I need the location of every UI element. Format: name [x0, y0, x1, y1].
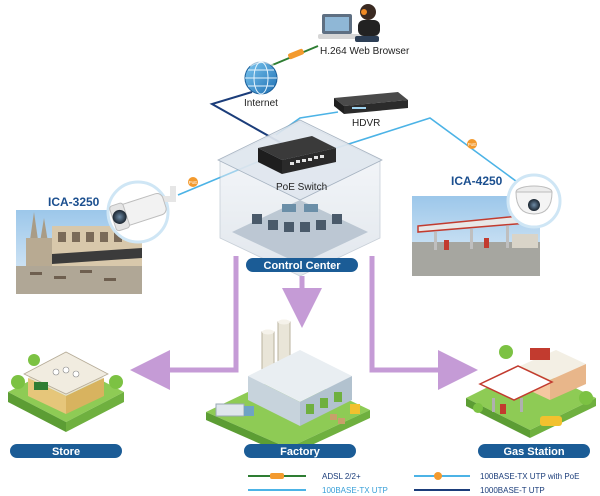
dvr-recorder-icon [334, 92, 408, 114]
gas-station-pill: Gas Station [478, 444, 590, 458]
store-pill: Store [10, 444, 122, 458]
hdvr-label: HDVR [352, 118, 380, 129]
gas-station-photo [412, 196, 541, 276]
legend-tx-utp: 100BASE-TX UTP [248, 486, 388, 495]
factory-label: Factory [280, 446, 321, 458]
legend-tx-utp-poe: 100BASE-TX UTP with PoE [414, 472, 579, 481]
arrow-to-store [130, 256, 239, 390]
legend-tx-utp-label: 100BASE-TX UTP [322, 486, 388, 495]
poe-badge-right: PoE [467, 139, 477, 149]
globe-icon [244, 61, 278, 95]
ica-4250-label: ICA-4250 [451, 174, 503, 188]
legend: ADSL 2/2+ 100BASE-TX UTP 100BASE-TX UTP … [248, 472, 579, 495]
internet-label: Internet [244, 98, 278, 109]
gas-station-building [466, 345, 596, 438]
legend-tx-utp-poe-label: 100BASE-TX UTP with PoE [480, 472, 579, 481]
poe-badge-left: PoE [188, 177, 198, 187]
legend-adsl: ADSL 2/2+ [248, 472, 361, 481]
gas-station-label: Gas Station [503, 446, 564, 458]
legend-t-utp: 1000BASE-T UTP [414, 486, 545, 495]
arrow-to-gas-station [369, 256, 478, 390]
tx-link-switch-dome [329, 117, 536, 196]
gigabit-link-internet-switch [209, 91, 291, 149]
dome-camera-icon [506, 173, 562, 229]
operator-desks [252, 204, 342, 232]
ica-3250-label: ICA-3250 [48, 195, 100, 209]
user-at-laptop-icon [318, 4, 380, 42]
legend-t-utp-label: 1000BASE-T UTP [480, 486, 545, 495]
network-switch-icon [258, 136, 336, 174]
legend-adsl-label: ADSL 2/2+ [322, 472, 361, 481]
control-center-pill: Control Center [246, 258, 358, 272]
store-building [8, 351, 124, 432]
poe-badge-right-text: PoE [468, 142, 477, 147]
bullet-camera-icon [106, 180, 176, 244]
web-browser-label: H.264 Web Browser [320, 46, 410, 57]
control-center-label: Control Center [264, 260, 342, 272]
poe-switch-label: PoE Switch [276, 182, 327, 193]
store-label: Store [52, 446, 80, 458]
distribution-arrows [130, 256, 478, 390]
adsl-badge [288, 48, 304, 60]
poe-badge-left-text: PoE [189, 180, 198, 185]
factory-pill: Factory [244, 444, 356, 458]
factory-building [206, 319, 370, 456]
